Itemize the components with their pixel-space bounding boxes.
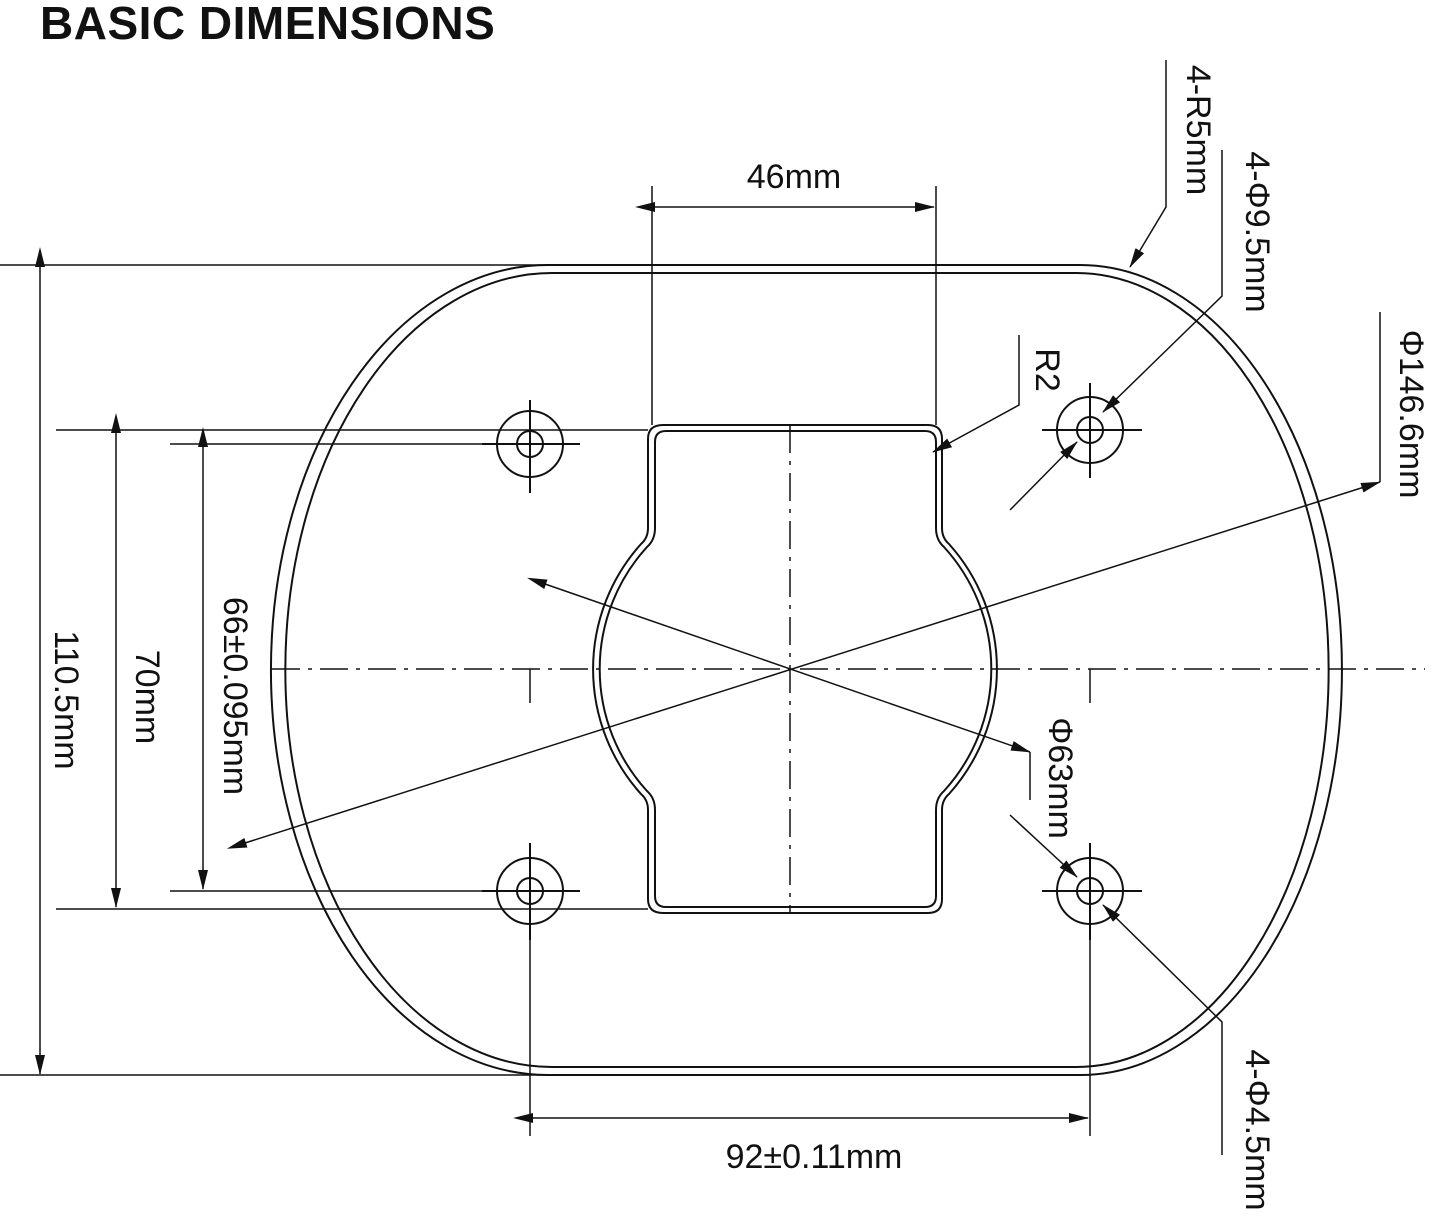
hole-bottom-right <box>1042 843 1142 940</box>
hole-top-left <box>482 400 580 493</box>
center-diameter-line <box>527 577 1031 753</box>
label-corner-radius-outer: 4-R5mm <box>1179 65 1217 195</box>
leader-corner-radius-outer <box>1129 60 1167 268</box>
leader-inner-corner-radius <box>932 335 1020 453</box>
label-hole-spacing-vertical: 70mm <box>128 650 166 744</box>
label-overall-height: 110.5mm <box>47 630 85 769</box>
label-corner-holes-large: 4-Φ9.5mm <box>1238 151 1276 312</box>
outer-diameter-line <box>226 481 1381 849</box>
leader-corner-holes-large <box>1102 150 1223 413</box>
label-inner-corner-radius: R2 <box>1028 348 1066 391</box>
page-title: BASIC DIMENSIONS <box>40 0 496 49</box>
label-hole-spacing-horizontal: 92±0.11mm <box>726 1138 903 1176</box>
label-slot-width: 46mm <box>747 158 841 196</box>
label-slot-height: 66±0.095mm <box>216 597 254 795</box>
hole-top-right <box>1042 383 1142 478</box>
label-corner-holes-small: 4-Φ4.5mm <box>1238 1049 1276 1210</box>
label-center-diameter: Φ63mm <box>1041 717 1079 839</box>
plate-outline-outer <box>269 264 1343 1076</box>
plate-outline-inner <box>284 272 1330 1068</box>
leader-corner-holes-small <box>1009 814 1078 878</box>
label-outer-diameter: Φ146.6mm <box>1392 330 1430 499</box>
